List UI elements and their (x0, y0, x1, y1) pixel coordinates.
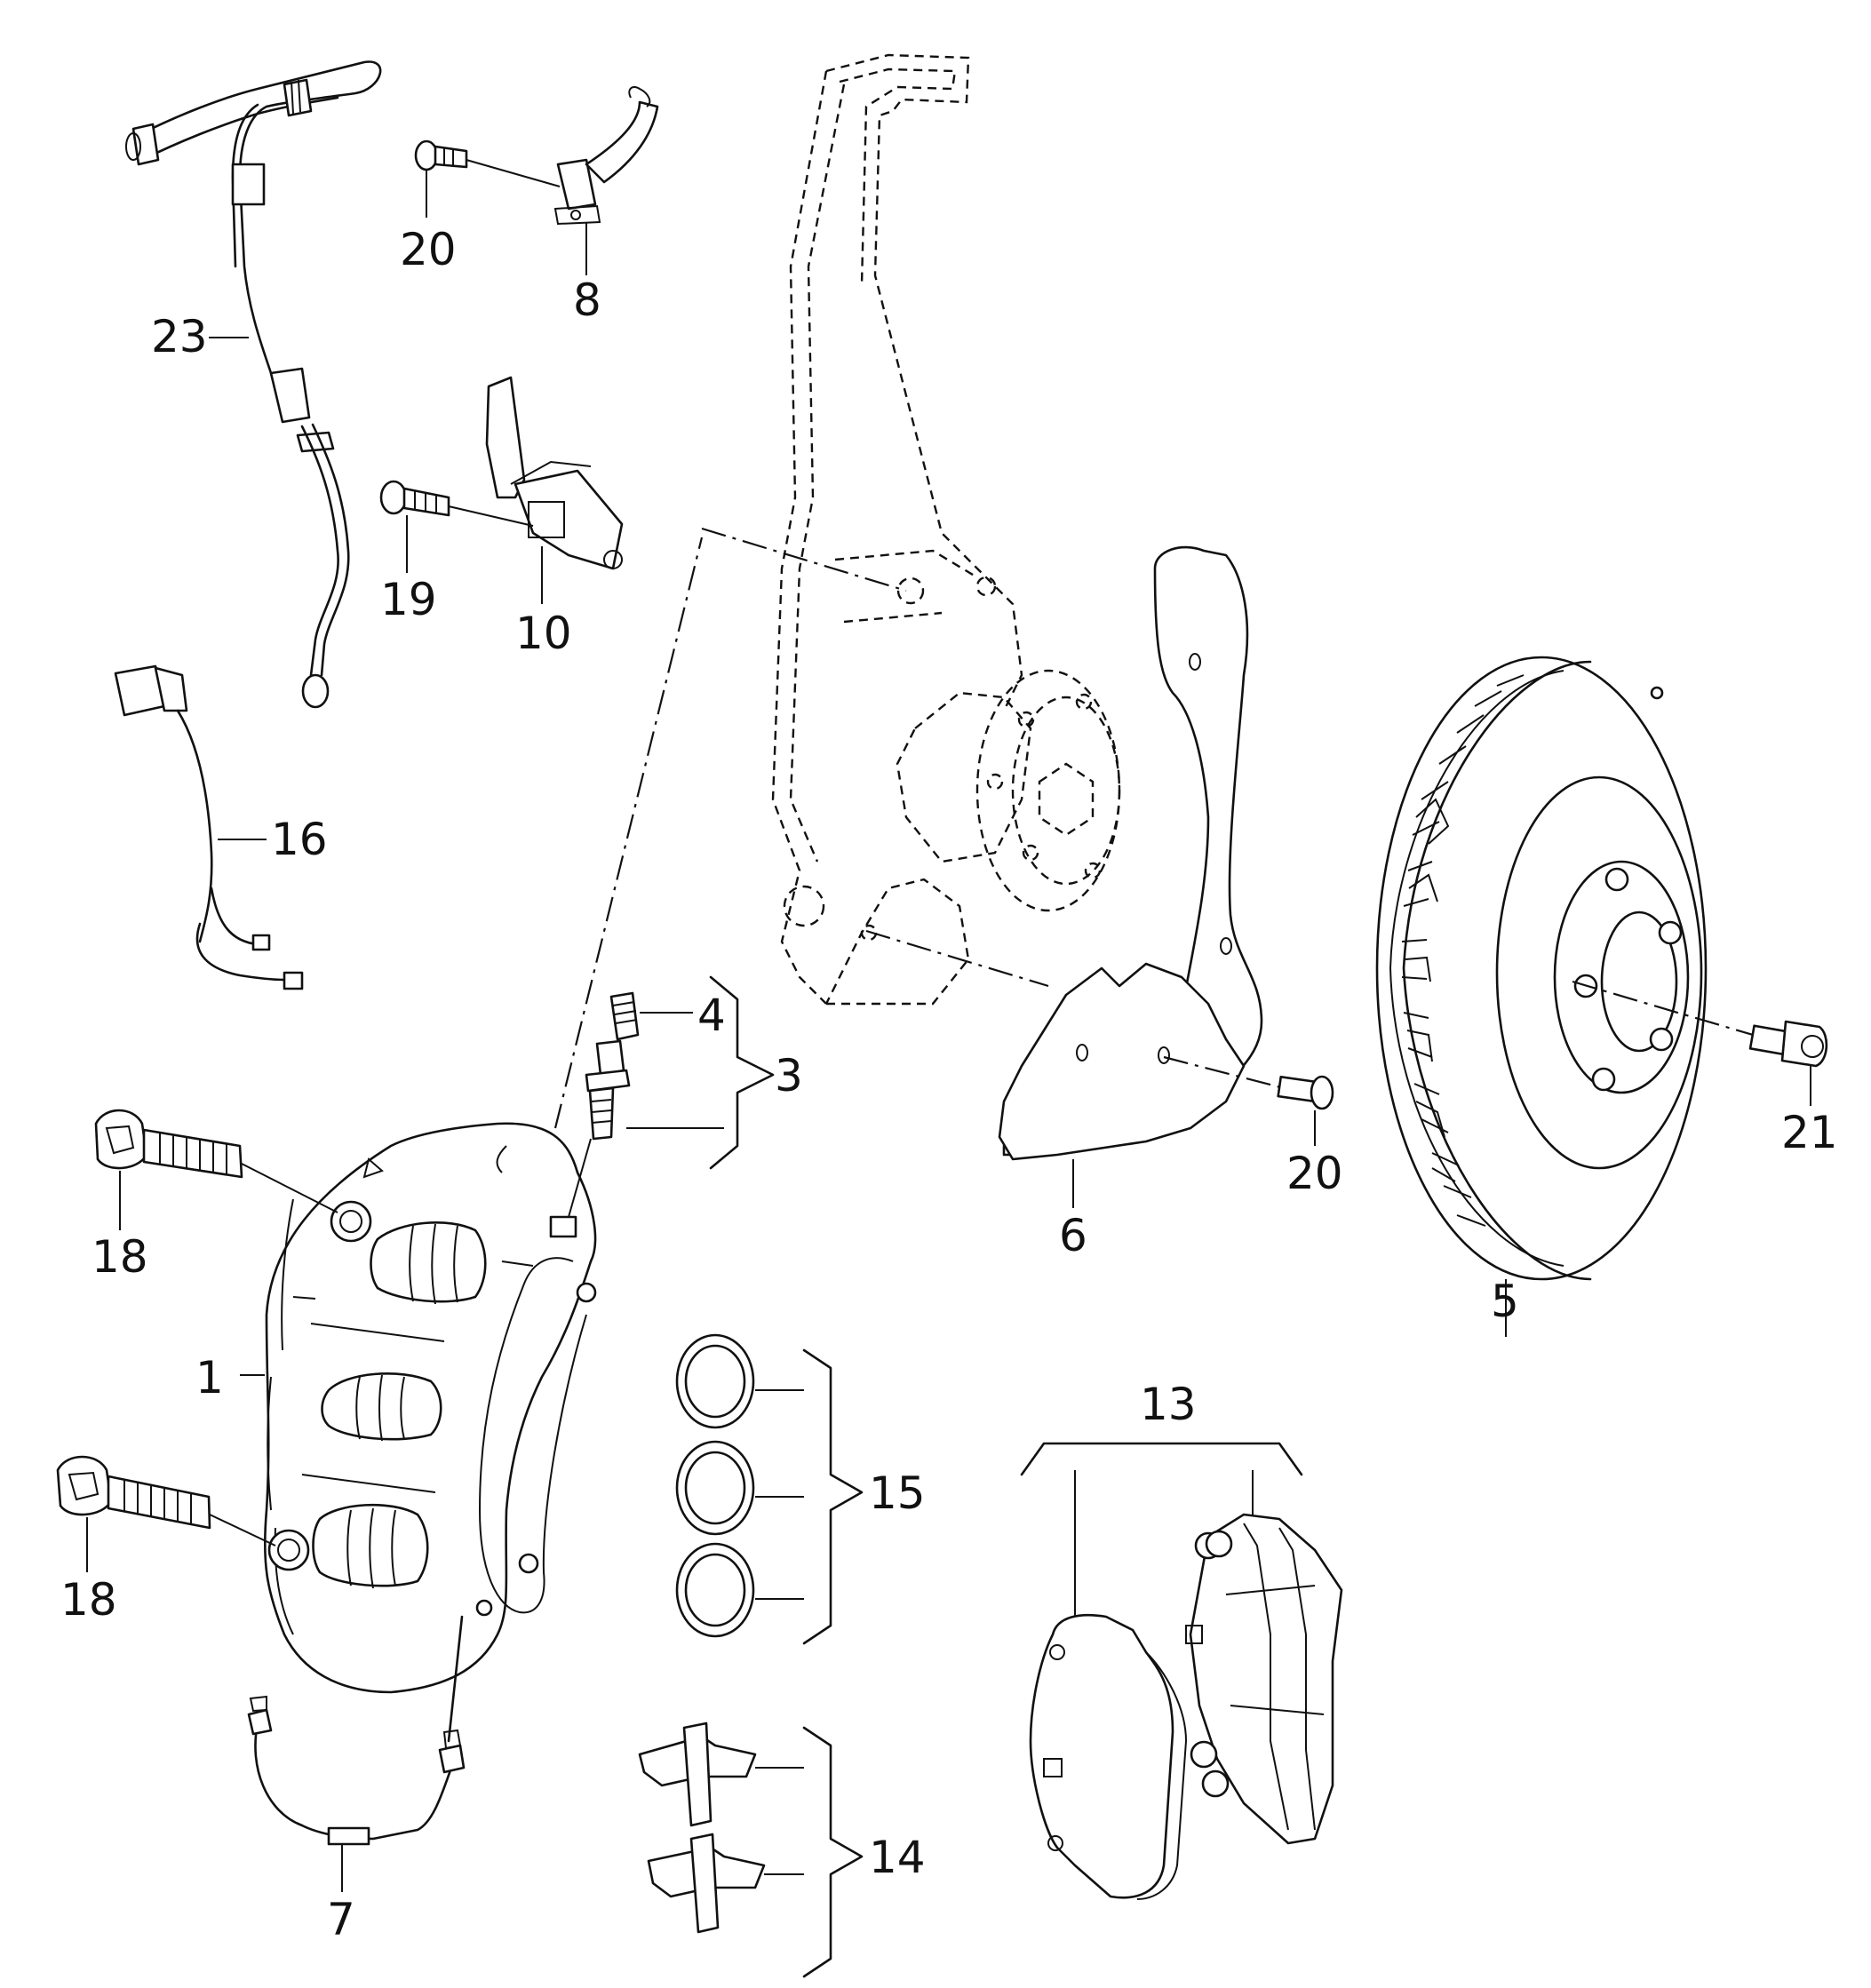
hose-bracket-8 (553, 86, 659, 275)
callout-labels: 1 3 4 5 6 7 8 10 13 14 15 16 18 18 19 20… (60, 224, 1838, 1945)
callout-21: 21 (1781, 1107, 1838, 1158)
steering-knuckle (771, 53, 1121, 1006)
pad-wear-sensor-cable (247, 1615, 466, 1892)
brace-13 (1020, 1442, 1303, 1476)
callout-18-lower: 18 (60, 1574, 117, 1626)
brace-15 (802, 1348, 864, 1645)
callout-4: 4 (697, 990, 726, 1041)
bleeder-valve-set (568, 975, 775, 1218)
caliper-bolt-18-upper (94, 1109, 338, 1230)
callout-14: 14 (869, 1832, 926, 1883)
bracket-screw-20 (414, 139, 561, 218)
brace-3 (709, 975, 775, 1170)
locator-caliper-knuckle (553, 537, 704, 1129)
brake-dust-shield (998, 545, 1263, 1208)
callout-20-upper: 20 (400, 224, 457, 275)
callout-8: 8 (573, 274, 601, 326)
callout-10: 10 (515, 608, 572, 659)
callout-5: 5 (1491, 1276, 1519, 1327)
callout-6: 6 (1059, 1210, 1087, 1261)
caliper-bolt-18-lower (56, 1455, 276, 1572)
piston-seal-kit (675, 1333, 864, 1645)
brake-hose-line (125, 60, 382, 709)
locator-knuckle-bolt (701, 527, 907, 592)
callout-7: 7 (327, 1894, 355, 1945)
bracket-bolt-19 (379, 480, 534, 573)
wear-indicator-sensor (114, 664, 304, 990)
brace-14 (802, 1726, 864, 1978)
brake-caliper (240, 1122, 597, 1694)
callout-18-upper: 18 (92, 1231, 148, 1283)
locator-knuckle-shield (865, 929, 1049, 988)
callout-16: 16 (271, 814, 328, 865)
hose-bracket-10 (485, 376, 624, 604)
callout-20-lower: 20 (1286, 1148, 1343, 1199)
callout-13: 13 (1140, 1379, 1197, 1430)
shield-screw-20 (1163, 1055, 1334, 1146)
brake-pad-set (1020, 1442, 1343, 1900)
callout-1: 1 (195, 1352, 224, 1404)
callout-15: 15 (869, 1467, 926, 1519)
disc-retaining-bolt-21 (1572, 980, 1828, 1106)
anti-rattle-spring-kit (638, 1722, 864, 1978)
brake-disc-rotor (1375, 656, 1708, 1337)
callout-23: 23 (151, 311, 208, 362)
callout-3: 3 (775, 1050, 803, 1101)
callout-19: 19 (380, 574, 437, 625)
